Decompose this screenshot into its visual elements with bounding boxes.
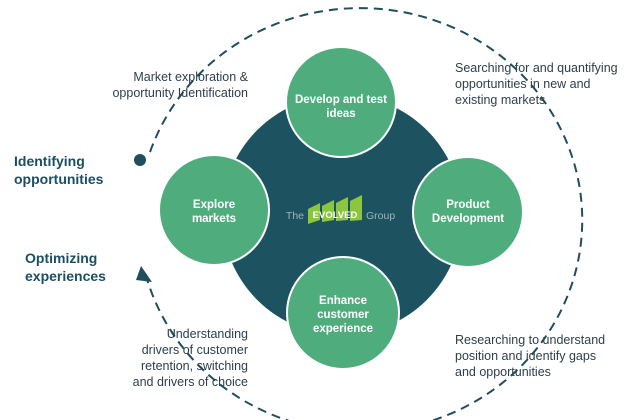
annotation-bottom-right: Researching to understand position and i… — [455, 332, 605, 380]
annotation-top-right-line1: Searching for and quantifying — [455, 61, 618, 75]
node-left-line1: Explore — [193, 199, 235, 211]
node-top-line2: ideas — [326, 108, 355, 120]
logo-bar-1 — [308, 203, 320, 224]
logo-bar-4 — [350, 195, 362, 221]
annotation-top-right: Searching for and quantifying opportunit… — [455, 60, 618, 108]
node-bottom: Enhance customer experience — [286, 256, 400, 370]
node-top-line1: Develop and test — [295, 94, 387, 106]
node-left: Explore markets — [158, 154, 270, 266]
annotation-top-right-line3: existing markets — [455, 93, 546, 107]
heading-optimizing-line2: experiences — [25, 268, 106, 284]
node-top: Develop and test ideas — [285, 46, 397, 158]
node-left-line2: markets — [192, 213, 236, 225]
cycle-arc-right — [144, 7, 584, 420]
logo-suffix: Group — [366, 210, 395, 222]
node-bottom-line2: customer — [317, 309, 369, 321]
annotation-top-left: Market exploration & opportunity Identif… — [112, 69, 248, 101]
annotation-bottom-left: Understanding drivers of customer retent… — [133, 326, 248, 390]
heading-identifying-line2: opportunities — [14, 171, 104, 187]
annotation-bottom-left-line1: Understanding — [166, 327, 248, 341]
node-bottom-line1: Enhance — [319, 295, 367, 307]
logo-bar-3 — [336, 197, 348, 221]
logo-prefix: The — [286, 210, 304, 222]
logo-brand: EVOLVED — [313, 210, 358, 221]
heading-identifying-opportunities: Identifying opportunities — [14, 152, 103, 188]
annotation-bottom-right-line1: Researching to understand — [455, 333, 606, 347]
evolved-group-logo: The EVOLVED Group — [286, 195, 395, 224]
node-right-line2: Development — [432, 213, 504, 225]
annotation-top-left-line1: Market exploration & — [133, 70, 248, 84]
cycle-arrowhead — [136, 266, 152, 282]
annotation-bottom-left-line2: drivers of customer — [141, 343, 248, 357]
node-right: Product Development — [412, 156, 524, 268]
heading-optimizing-experiences: Optimizing experiences — [25, 249, 106, 285]
heading-optimizing-line1: Optimizing — [25, 250, 98, 266]
heading-identifying-line1: Identifying — [14, 153, 85, 169]
node-right-line1: Product — [446, 199, 490, 211]
cycle-start-dot — [134, 154, 146, 166]
annotation-bottom-left-line3: retention, switching — [140, 359, 248, 373]
annotation-top-right-line2: opportunities in new and — [455, 77, 591, 91]
annotation-bottom-right-line2: position and identify gaps — [455, 349, 597, 363]
annotation-bottom-left-line4: and drivers of choice — [132, 375, 248, 389]
logo-bar-2 — [322, 200, 334, 222]
annotation-bottom-right-line3: and opportunities — [455, 365, 551, 379]
annotation-top-left-line2: opportunity Identification — [112, 86, 248, 100]
node-bottom-line3: experience — [313, 323, 373, 335]
